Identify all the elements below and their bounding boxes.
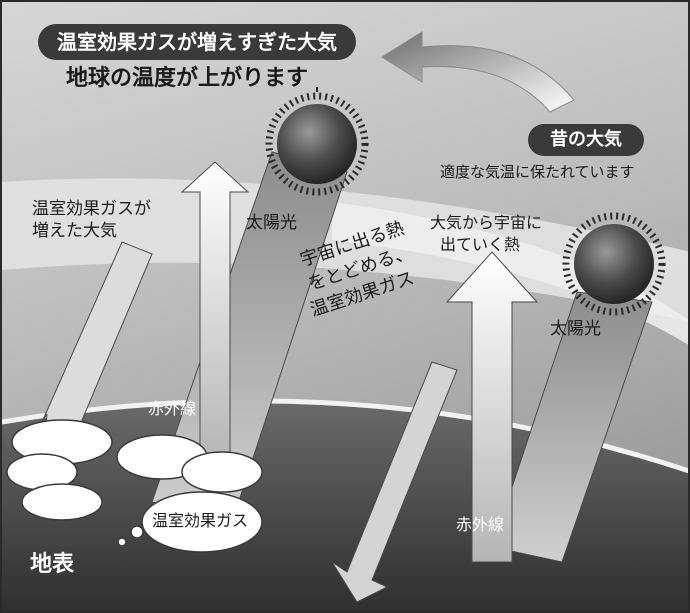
current-atmosphere-badge-text: 温室効果ガスが増えすぎた大気 (57, 30, 337, 54)
past-atmosphere-badge: 昔の大気 (528, 124, 644, 156)
heat-escape-arrow-right (445, 251, 539, 563)
thin-atmosphere-band (332, 202, 688, 345)
infrared-label-right: 赤外線 (456, 515, 505, 534)
ghg-increased-atmosphere-label-line2: 増えた大気 (32, 221, 117, 241)
cloud-ghg-label: 温室効果ガス (152, 511, 249, 530)
ground-label: 地表 (30, 552, 75, 577)
past-atmosphere-badge-text: 昔の大気 (550, 129, 622, 150)
sunlight-label-left: 太陽光 (246, 213, 297, 233)
sun-icon (562, 212, 666, 316)
sun-icon (265, 87, 369, 196)
moderate-temperature-caption: 適度な気温に保たれています (440, 163, 635, 181)
ghg-increased-atmosphere-label-line1: 温室効果ガスが (32, 199, 151, 219)
current-atmosphere-badge: 温室効果ガスが増えすぎた大気 (38, 24, 356, 60)
infrared-arrow-return-right (331, 361, 458, 603)
temperature-rises-caption: 地球の温度が上がります (66, 66, 309, 91)
heat-to-space-label-line2: 出ていく熱 (440, 235, 521, 254)
heat-to-space-label-line1: 大気から宇宙に (430, 213, 543, 232)
curved-arrow-icon (381, 31, 575, 113)
infrared-label-left: 赤外線 (148, 399, 197, 418)
sunlight-label-right: 太陽光 (550, 319, 601, 339)
infrared-arrow-up-left (180, 161, 250, 463)
cloud-icon (6, 419, 263, 553)
